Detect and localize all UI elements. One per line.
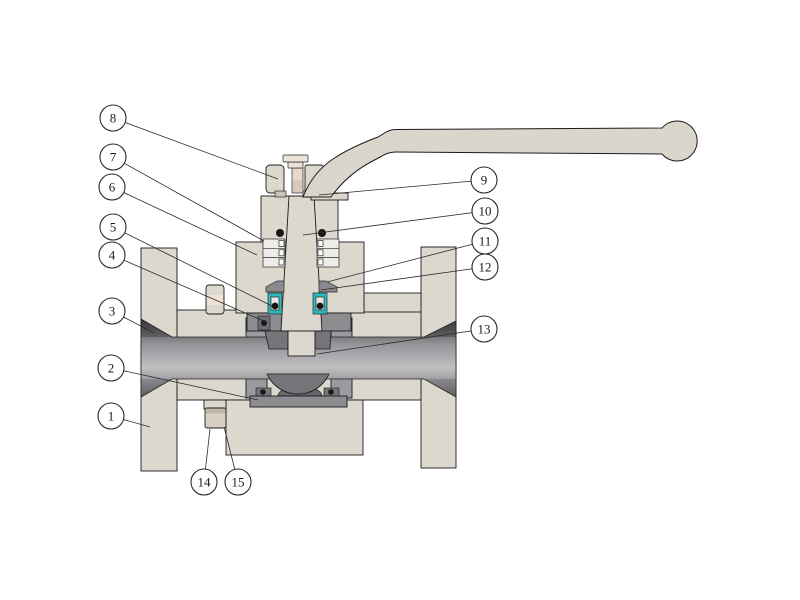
- callout-8: 8: [99, 104, 279, 180]
- callout-3: 3: [98, 297, 155, 334]
- stem-screw-head: [282, 154, 309, 163]
- callout-label: 10: [479, 204, 492, 219]
- callout-label: 6: [109, 180, 116, 195]
- callout-7: 7: [99, 143, 265, 242]
- seal-oring-left: [271, 302, 279, 310]
- ball-sections: [264, 330, 332, 395]
- callout-bubble: [97, 402, 125, 430]
- callout-label: 14: [198, 475, 212, 490]
- stem-tang: [287, 330, 316, 357]
- left-cone-bottom: [141, 379, 172, 397]
- callout-label: 8: [110, 111, 117, 126]
- stem-assembly: [280, 195, 323, 357]
- callout-label: 1: [108, 409, 115, 424]
- callout-bubble: [471, 253, 499, 281]
- callout-bubble: [470, 315, 498, 343]
- callout-bubble: [99, 143, 127, 171]
- callout-14: 14: [190, 428, 218, 496]
- stem-seals: [267, 292, 328, 315]
- stem-screw-collar: [287, 161, 304, 169]
- callout-bubble: [99, 213, 127, 241]
- callout-6: 6: [98, 173, 258, 256]
- lock-tab-left: [274, 190, 287, 198]
- callout-label: 12: [479, 260, 492, 275]
- right-cone-bottom: [424, 379, 456, 397]
- callout-bubble: [471, 197, 499, 225]
- stem-oring-left: [276, 229, 284, 237]
- flow-bore: [140, 318, 457, 398]
- stem-packing: [262, 229, 340, 293]
- callout-bubble: [98, 241, 126, 269]
- callout-12: 12: [320, 253, 499, 291]
- ball-shoulder-left: [264, 330, 289, 350]
- packing-nut-left: [265, 164, 285, 194]
- bolt-dot-icon: [328, 389, 334, 395]
- callout-2: 2: [97, 354, 259, 401]
- stem-oring-right: [318, 229, 326, 237]
- callout-label: 9: [481, 173, 488, 188]
- callout-bubble: [97, 354, 125, 382]
- callout-1: 1: [97, 402, 151, 430]
- fasteners: [204, 284, 227, 429]
- callout-bubble: [98, 173, 126, 201]
- seal-oring-right: [316, 302, 324, 310]
- right-shoulder: [363, 292, 422, 313]
- ball-shoulder-right: [314, 330, 332, 350]
- callout-label: 3: [109, 304, 116, 319]
- callout-label: 15: [232, 475, 245, 490]
- callout-label: 5: [110, 220, 117, 235]
- callout-label: 11: [479, 234, 492, 249]
- callout-label: 4: [109, 248, 116, 263]
- callout-label: 7: [110, 150, 117, 165]
- right-cone-top: [424, 321, 456, 337]
- callout-bubble: [190, 468, 218, 496]
- callout-label: 13: [478, 322, 491, 337]
- lever-handle: [302, 120, 698, 198]
- ball-bottom-dome: [266, 373, 330, 395]
- callout-10: 10: [302, 197, 499, 236]
- callout-label: 2: [108, 361, 115, 376]
- callout-bubble: [98, 297, 126, 325]
- callout-bubble: [224, 468, 252, 496]
- drain-plug-gasket: [205, 408, 226, 414]
- bolt-dot-icon: [260, 389, 266, 395]
- callout-9: 9: [318, 166, 498, 196]
- callout-13: 13: [316, 315, 498, 355]
- callout-bubble: [470, 166, 498, 194]
- callout-bubble: [99, 104, 127, 132]
- thrust-step-left: [265, 280, 285, 293]
- callouts: 1 2 3 4 5 6 7: [97, 104, 499, 496]
- left-cone-top: [141, 319, 172, 337]
- callout-15: 15: [223, 426, 252, 496]
- callout-4: 4: [98, 241, 267, 323]
- body-bottom-boss: [225, 399, 364, 456]
- callout-5: 5: [99, 213, 273, 307]
